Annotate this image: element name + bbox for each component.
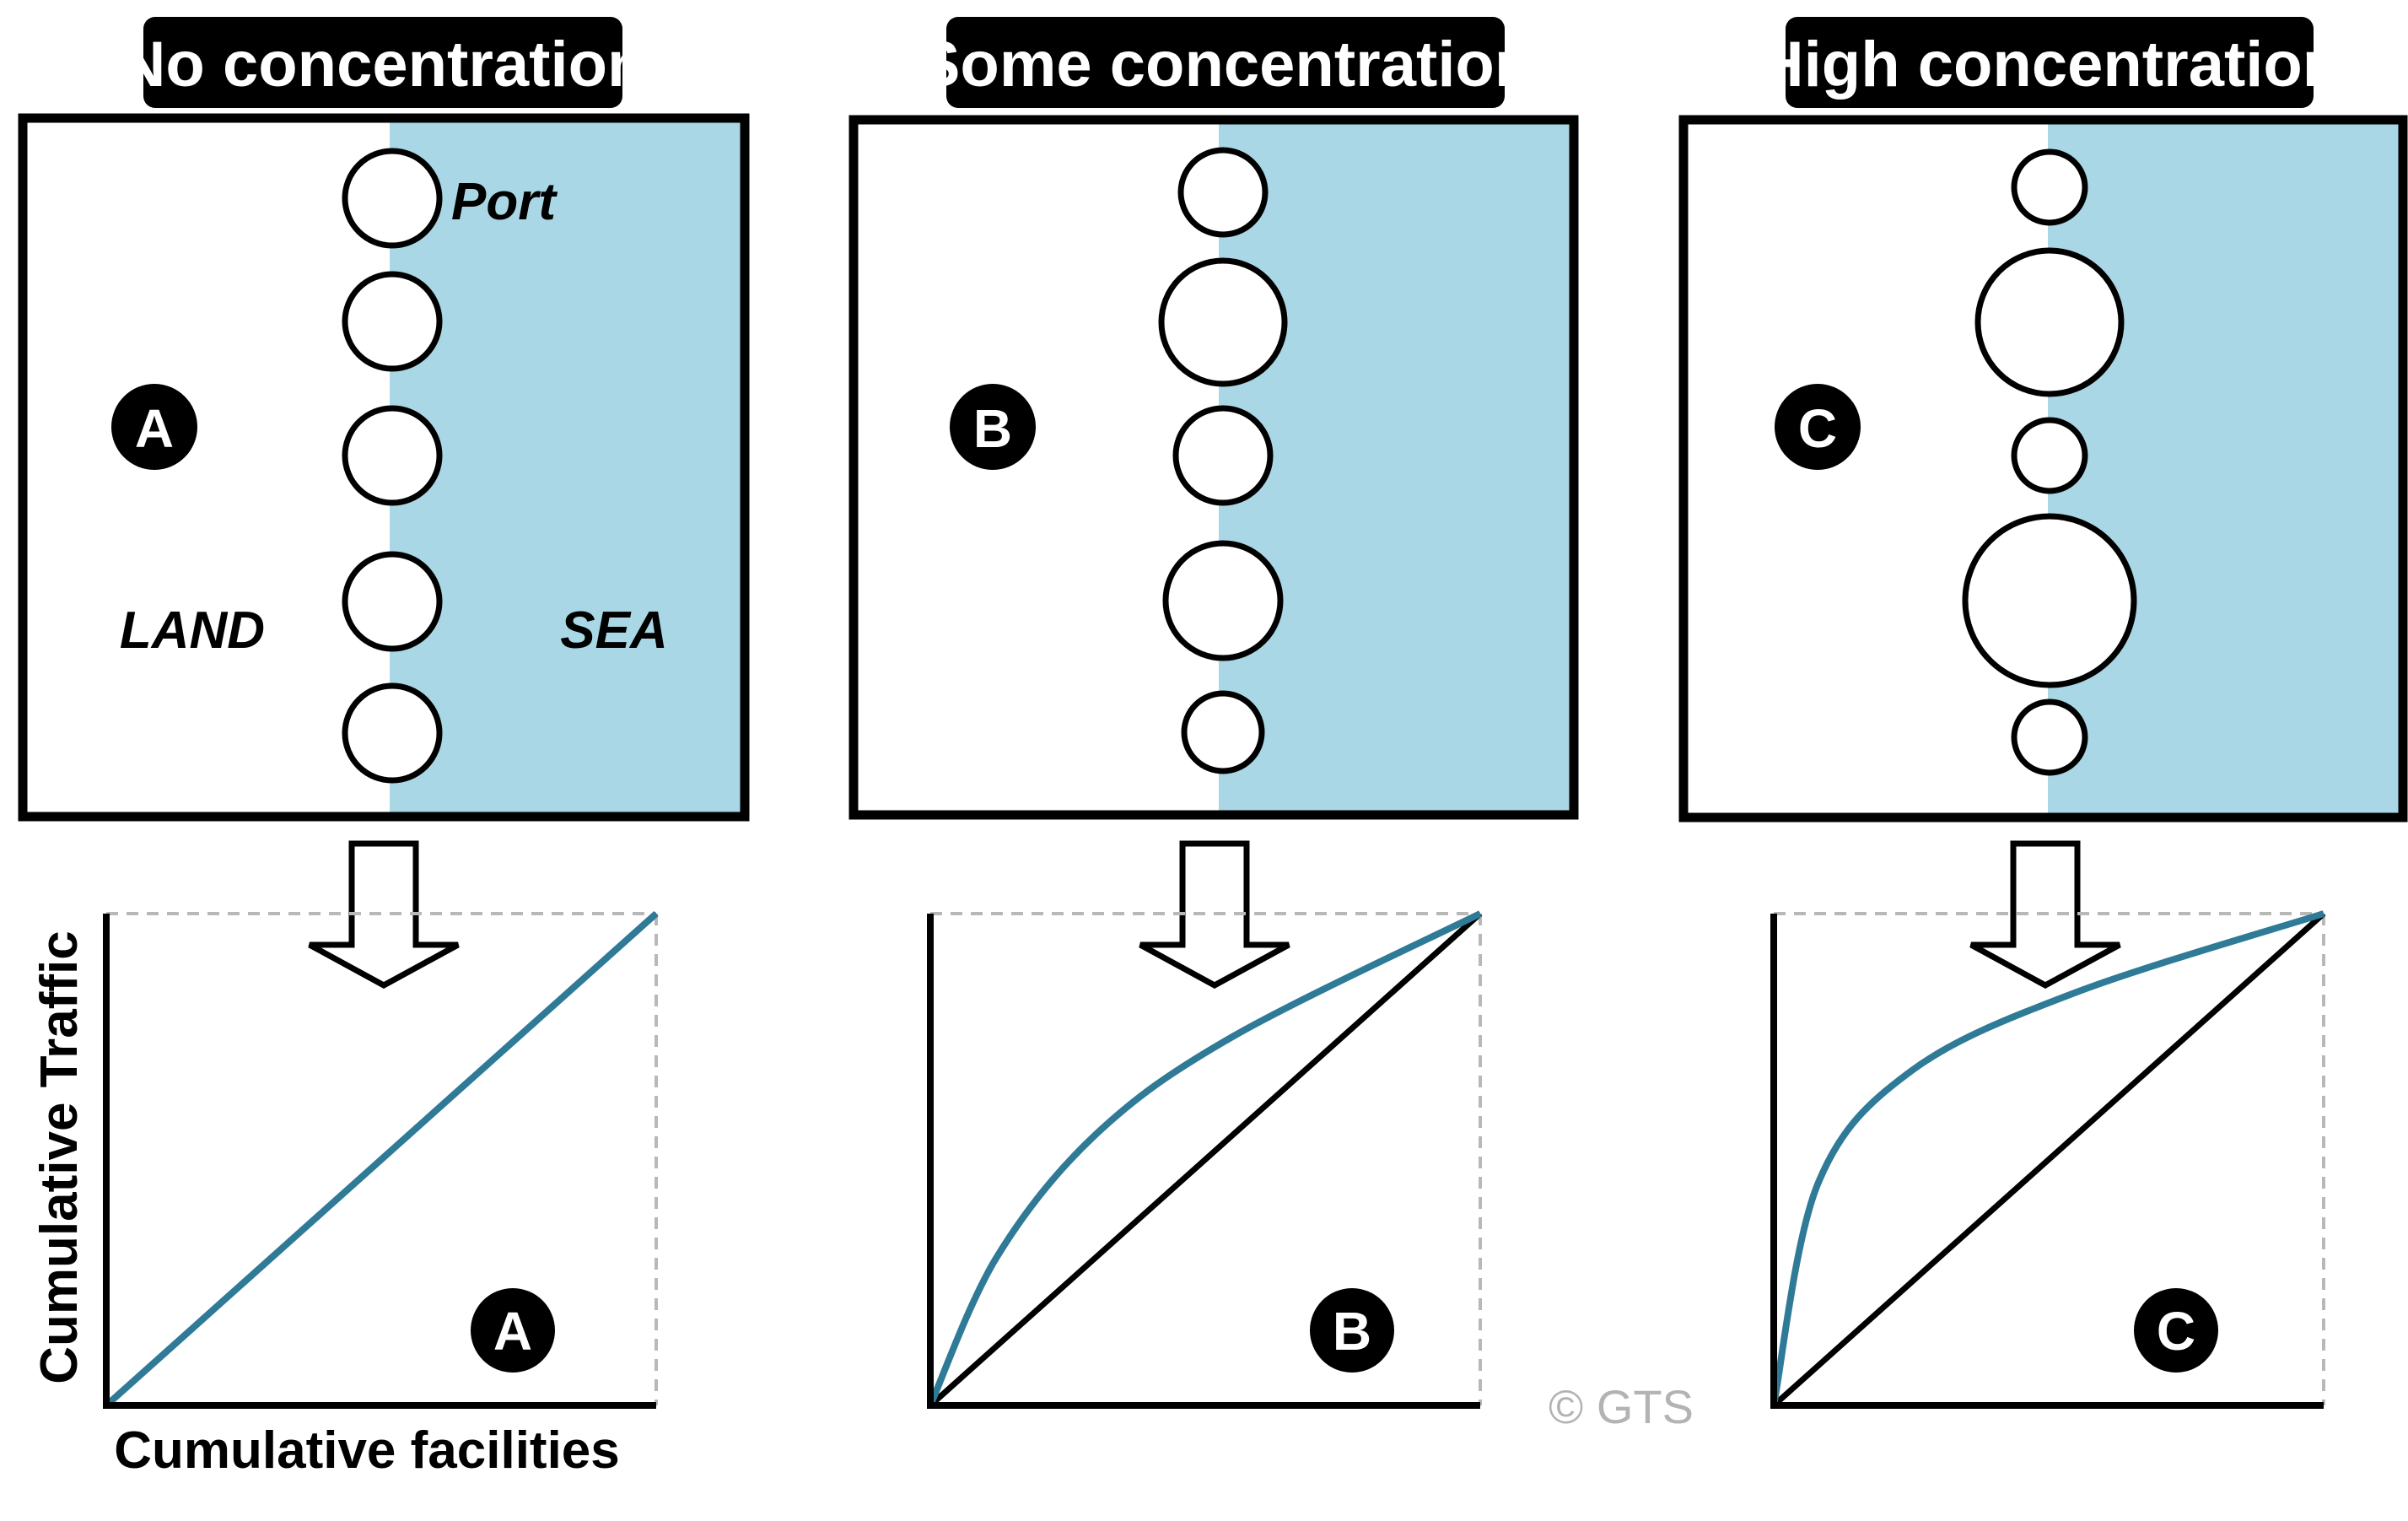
panel-b-map: B — [848, 115, 1579, 820]
panel-c: High concentration C — [1678, 17, 2408, 1409]
sea-label: SEA — [560, 601, 667, 660]
chart-axes — [103, 914, 656, 1409]
sea-area — [2048, 120, 2403, 817]
chart-a: A Cumulative Traffic Cumulative faciliti… — [30, 911, 659, 1480]
equality-line — [928, 911, 1483, 1408]
svg-text:C: C — [2157, 1301, 2195, 1362]
ports — [1158, 147, 1288, 774]
port-circle — [1172, 405, 1274, 506]
port-circle — [342, 551, 443, 652]
chart-c: C — [1770, 910, 2326, 1409]
equality-line — [1771, 911, 2326, 1408]
port-circle — [1177, 147, 1269, 238]
ports — [342, 148, 443, 784]
port-circle — [2011, 698, 2088, 776]
svg-text:A: A — [135, 398, 174, 459]
port-circle — [342, 405, 443, 506]
port-circle — [1181, 690, 1265, 774]
chart-axes — [1770, 914, 2324, 1409]
sea-area — [1219, 120, 1574, 815]
port-circle — [1962, 513, 2137, 688]
badge-c: C — [1775, 384, 1861, 470]
svg-text:B: B — [973, 398, 1012, 459]
chart-axes — [927, 914, 1480, 1409]
panel-c-title: High concentration — [1758, 17, 2341, 108]
chart-badge-b: B — [1310, 1288, 1394, 1373]
svg-text:B: B — [1333, 1301, 1371, 1362]
panel-b-title: Some concentration — [918, 17, 1534, 108]
port-circle — [342, 271, 443, 372]
ports — [1962, 148, 2137, 776]
port-circle — [2011, 417, 2088, 494]
chart-b: B — [927, 910, 1483, 1409]
port-circle — [342, 148, 443, 249]
lorenz-curve — [104, 911, 659, 1408]
svg-text:Some concentration: Some concentration — [918, 29, 1534, 100]
svg-text:A: A — [493, 1301, 532, 1362]
lorenz-curve — [1770, 910, 2325, 1406]
x-axis-label: Cumulative facilities — [114, 1421, 620, 1480]
copyright-notice: © GTS — [1549, 1380, 1694, 1433]
y-axis-label: Cumulative Traffic — [30, 930, 89, 1383]
panel-a: No concentration Port A LAND SEA — [18, 17, 750, 1480]
port-circle — [1162, 540, 1284, 661]
port-circle — [1974, 247, 2125, 397]
lorenz-curve — [927, 910, 1482, 1407]
chart-badge-c: C — [2134, 1288, 2218, 1373]
land-label: LAND — [120, 601, 265, 660]
panel-c-map: C — [1678, 115, 2408, 823]
panel-b: Some concentration B — [848, 17, 1579, 1409]
badge-a: A — [111, 384, 197, 470]
port-circle — [342, 682, 443, 784]
svg-text:No concentration: No concentration — [120, 29, 647, 100]
port-label: Port — [451, 173, 558, 231]
port-circle — [1158, 257, 1288, 387]
svg-text:C: C — [1798, 398, 1837, 459]
panel-a-map: Port A LAND SEA — [18, 113, 750, 822]
sea-area — [390, 118, 745, 817]
chart-badge-a: A — [471, 1288, 555, 1373]
svg-text:High concentration: High concentration — [1758, 29, 2341, 100]
panel-a-title: No concentration — [120, 17, 647, 108]
badge-b: B — [950, 384, 1036, 470]
port-circle — [2011, 148, 2088, 226]
